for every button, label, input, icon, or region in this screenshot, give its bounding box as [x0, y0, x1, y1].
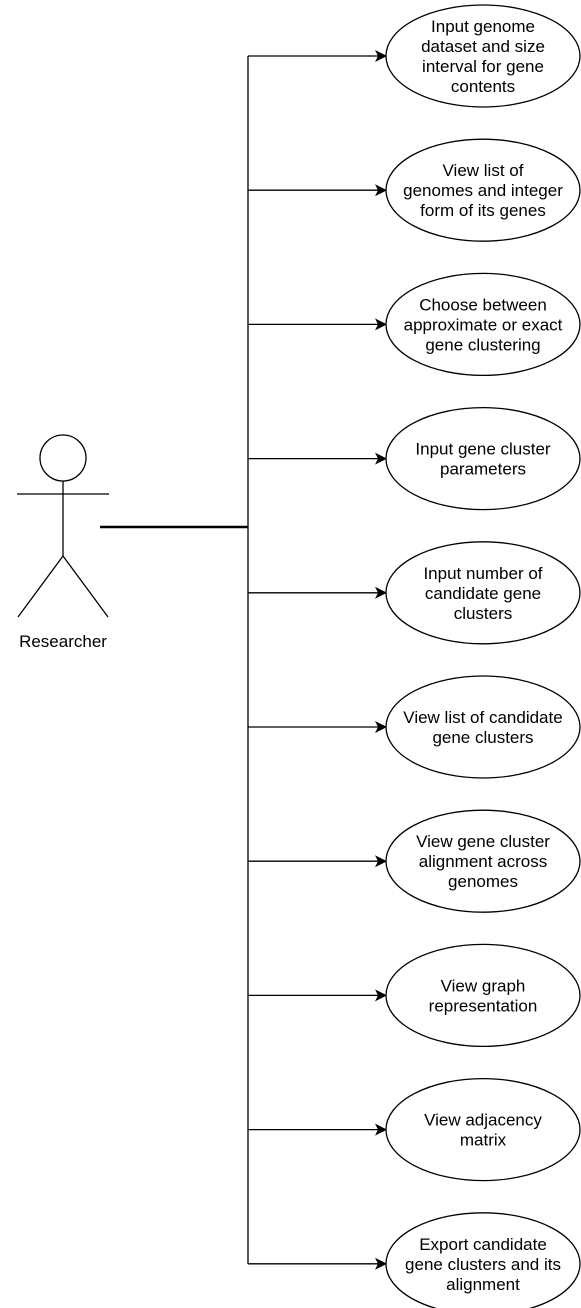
use-case-label: genomes — [448, 872, 518, 891]
use-case-label: interval for gene — [422, 57, 544, 76]
use-case-label: approximate or exact — [404, 315, 563, 334]
use-case-ellipse — [385, 675, 581, 779]
use-case-label: clusters — [454, 604, 513, 623]
actor-head — [39, 434, 87, 482]
use-case-ellipse — [385, 809, 581, 913]
use-case-label: alignment — [446, 1275, 520, 1294]
use-case-label: View list of candidate — [403, 708, 562, 727]
actor-label: Researcher — [19, 632, 107, 651]
actor-left-leg — [17, 555, 64, 618]
use-case-label: parameters — [440, 460, 526, 479]
use-case-ellipse — [385, 138, 581, 242]
use-case-label: form of its genes — [420, 201, 546, 220]
use-case-ellipse — [385, 406, 581, 511]
use-case-label: View adjacency — [424, 1111, 542, 1130]
use-case-label: candidate gene — [425, 584, 541, 603]
use-case-ellipse — [385, 943, 581, 1048]
use-case-label: genomes and integer — [403, 181, 563, 200]
use-case-label: alignment across — [419, 852, 548, 871]
use-case-label: representation — [429, 996, 538, 1015]
use-case-label: matrix — [460, 1131, 507, 1150]
use-case-label: gene clusters and its — [405, 1255, 561, 1274]
use-case-ellipse — [385, 1212, 581, 1308]
use-case-label: dataset and size — [421, 37, 545, 56]
use-case-ellipse — [385, 4, 581, 108]
use-case-label: contents — [451, 77, 515, 96]
use-case-label: gene clusters — [432, 728, 533, 747]
use-case-label: Export candidate — [419, 1235, 547, 1254]
actor-right-leg — [62, 555, 109, 618]
use-case-ellipse — [385, 1077, 581, 1182]
use-case-ellipse — [385, 272, 581, 377]
actor-researcher: Researcher — [10, 434, 116, 654]
use-case-label: Input genome — [431, 17, 535, 36]
use-case-ellipse — [385, 541, 581, 645]
use-case-label: gene clustering — [425, 335, 540, 354]
actor-label-background — [10, 628, 116, 654]
use-case-label: Input gene cluster — [415, 440, 550, 459]
use-case-label: Choose between — [419, 295, 547, 314]
use-case-label: View list of — [443, 161, 524, 180]
use-case-label: View graph — [441, 976, 526, 995]
use-case-label: Input number of — [423, 564, 542, 583]
use-case-label: View gene cluster — [416, 832, 550, 851]
